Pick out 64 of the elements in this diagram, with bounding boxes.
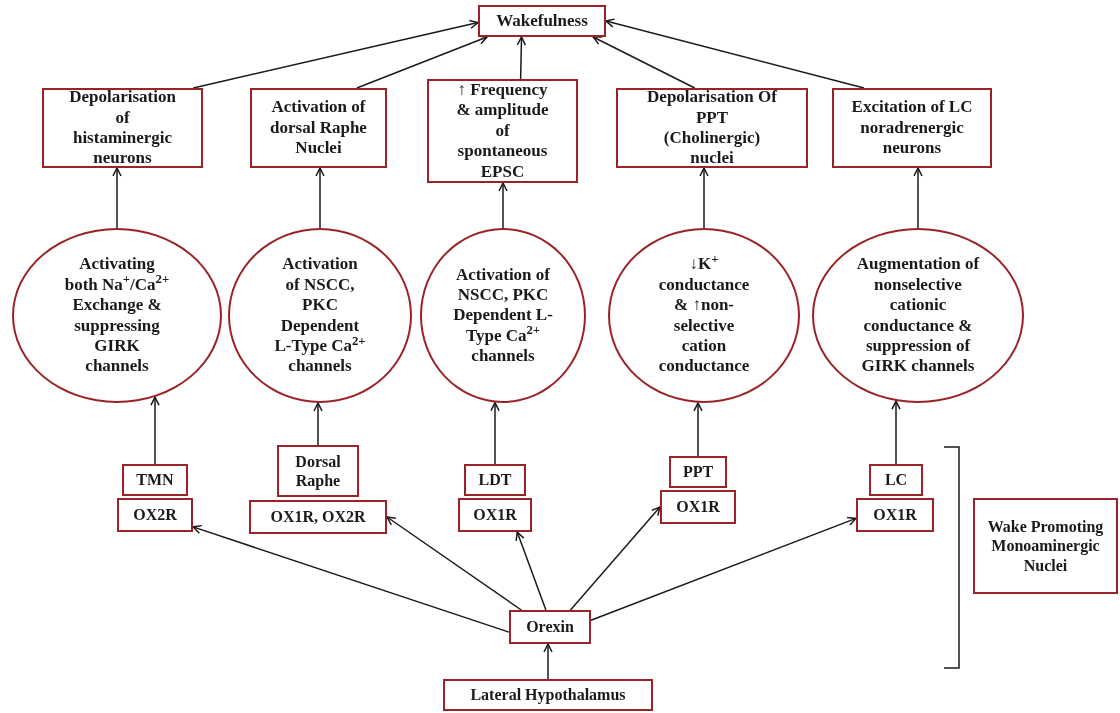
process-box — [427, 79, 578, 183]
node-label: OX1R — [873, 505, 917, 525]
arrow — [569, 506, 661, 611]
arrow — [605, 18, 865, 89]
arrow — [490, 401, 500, 465]
node-label: Activating both Na$^{+}$/Ca$^{2+}$ Exchange & suppressing GIRK channels — [63, 254, 171, 377]
process-box — [458, 498, 532, 532]
node-label: OX1R — [473, 505, 517, 525]
node-label: Wake Promoting Monoaminergic Nuclei — [987, 517, 1104, 575]
arrow — [498, 182, 508, 229]
node-label: LDT — [478, 470, 512, 490]
arrow — [356, 35, 488, 89]
process-box — [42, 88, 203, 168]
process-box — [856, 498, 934, 532]
arrow — [891, 400, 901, 465]
node-label: TMN — [136, 470, 174, 490]
node-label: Depolarisation of histaminergic neurons — [68, 87, 177, 169]
node-label: LC — [884, 470, 908, 490]
arrow — [150, 396, 160, 465]
process-box — [464, 464, 526, 496]
arrow — [313, 402, 323, 446]
node-label: Dorsal Raphe — [294, 451, 342, 491]
node-label: Activation of NSCC, PKC Dependent L-Type Ca$^{2+}$ channels — [274, 254, 366, 377]
process-box — [478, 5, 606, 37]
arrow — [516, 36, 527, 80]
process-box — [117, 498, 193, 532]
node-label: Lateral Hypothalamus — [470, 685, 626, 705]
process-box — [250, 88, 387, 168]
arrow — [315, 167, 325, 229]
node-label: Activation of dorsal Raphe Nuclei — [269, 97, 368, 159]
process-box — [832, 88, 992, 168]
process-box — [122, 464, 188, 496]
process-box — [660, 490, 736, 524]
arrow — [699, 167, 709, 229]
process-box — [973, 498, 1118, 594]
process-box — [509, 610, 591, 644]
arrow — [112, 167, 122, 229]
process-box — [869, 464, 923, 496]
node-label: OX1R, OX2R — [270, 507, 366, 527]
node-label: Depolarisation Of PPT (Cholinergic) nuclei — [646, 87, 778, 169]
arrow — [590, 516, 857, 621]
arrow — [543, 643, 553, 680]
process-box — [443, 679, 653, 711]
process-box — [277, 445, 359, 497]
node-label: Wakefulness — [496, 10, 588, 32]
process-box — [616, 88, 808, 168]
node-label: Activation of NSCC, PKC Dependent L-Type Ca$^{2+}$ channels — [452, 264, 554, 367]
arrow — [515, 531, 547, 611]
node-label: Orexin — [526, 617, 574, 637]
process-box — [249, 500, 387, 534]
node-label: ↑ Frequency & amplitude of spontaneous EPSC — [455, 80, 550, 182]
arrow — [386, 516, 523, 611]
node-label: ↓K$^{+}$ conductance & ↑non-selective cation conductance — [658, 254, 750, 377]
node-label: OX2R — [133, 505, 177, 525]
arrow — [192, 524, 510, 633]
arrow — [693, 402, 703, 457]
node-label: Excitation of LC noradrenergic neurons — [850, 97, 974, 159]
node-label: Augmentation of nonselective cationic conductance & suppression of GIRK channels — [855, 254, 981, 377]
arrow — [913, 167, 923, 229]
arrow — [592, 36, 696, 89]
process-box — [669, 456, 727, 488]
node-label: PPT — [682, 462, 714, 482]
arrow — [192, 19, 479, 89]
node-label: OX1R — [676, 497, 720, 517]
